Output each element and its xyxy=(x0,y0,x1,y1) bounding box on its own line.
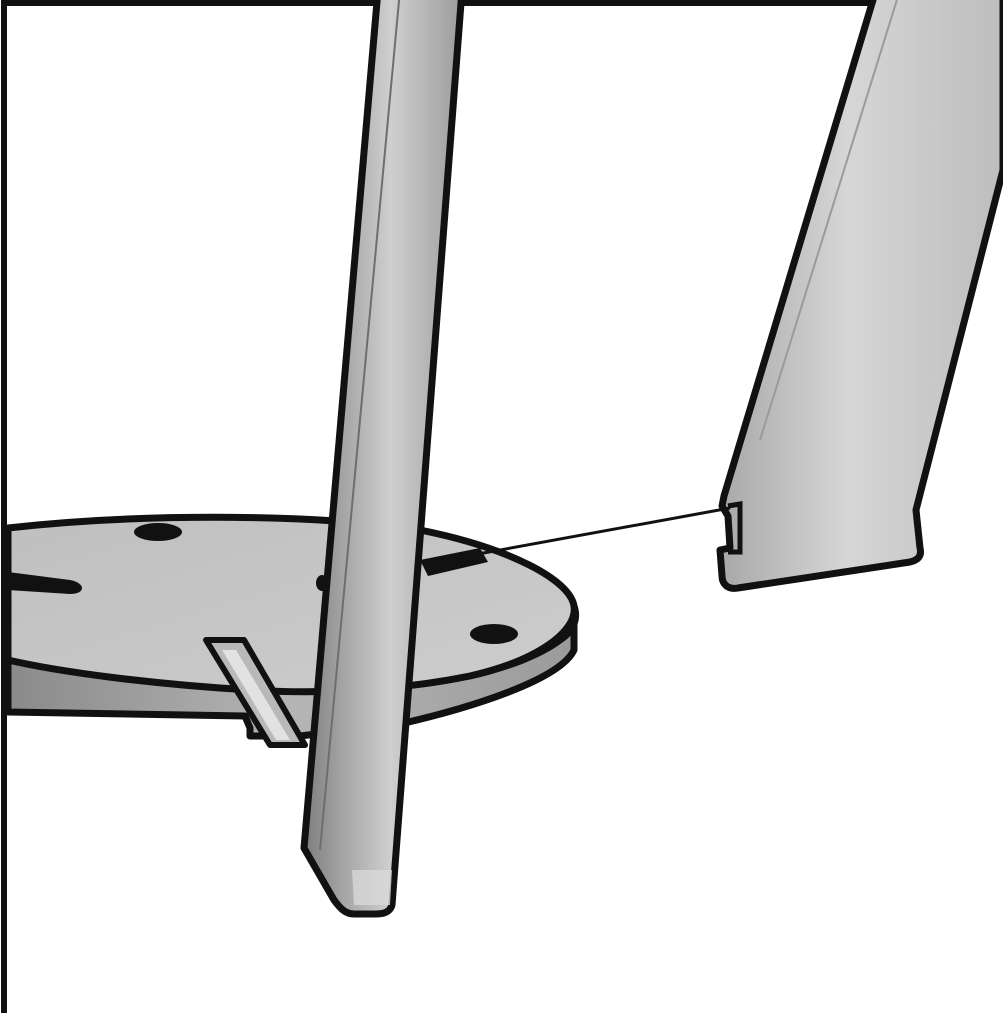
front-leg-cap xyxy=(352,870,392,905)
plate-top-surface xyxy=(8,517,574,691)
rear-leg xyxy=(720,0,1003,588)
plate-hole-right xyxy=(470,624,518,644)
plate-hole-top xyxy=(134,523,182,541)
rear-leg-body xyxy=(720,0,1003,588)
front-leg xyxy=(304,0,462,914)
insertion-guide-line xyxy=(478,508,730,554)
